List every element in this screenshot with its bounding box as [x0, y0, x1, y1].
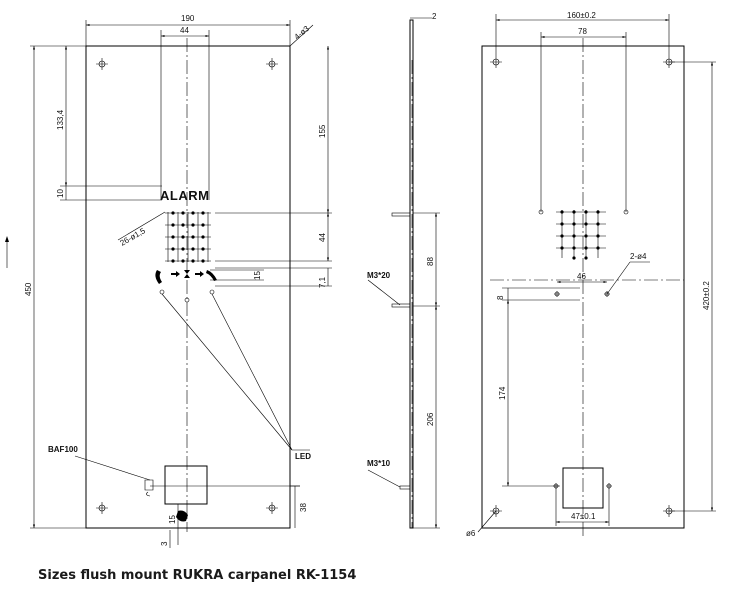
hand-icon: [176, 510, 188, 522]
rear-hole-spacing-dim: 160±0.2: [567, 11, 596, 20]
rear-offset-dim: 8: [496, 295, 505, 300]
arrow-icon-1: [171, 271, 180, 277]
front-upper-height-dim: 155: [318, 124, 327, 138]
led-3: [209, 289, 215, 295]
led-label: LED: [295, 452, 311, 461]
front-lower-gap-dim: 15: [168, 515, 177, 524]
speaker-outline: [164, 465, 208, 505]
stud-upper-label: M3*20: [367, 271, 391, 280]
front-hole-spacing-dim: 44: [180, 26, 189, 35]
arrow-icon-2: [195, 271, 204, 277]
rear-height-dim: 420±0.2: [702, 281, 711, 310]
front-panel-outline: [85, 45, 291, 529]
front-view: 190 44 4-ø3 450 133,4 10 ALARM: [5, 14, 332, 548]
alarm-label: ALARM: [160, 188, 209, 203]
rear-view: 160±0.2 78 420±0.2 46: [466, 11, 716, 538]
front-bottom-offset-dim: 38: [299, 503, 308, 512]
front-mounting-holes: [96, 58, 278, 514]
led-holes-callout: 26-ø1,5: [119, 226, 148, 248]
side-upper-dim: 88: [426, 257, 435, 266]
led-1: [159, 289, 165, 295]
drawing-caption: Sizes flush mount RUKRA carpanel RK-1154: [38, 568, 357, 583]
front-edge-dim: 3: [160, 541, 169, 546]
front-height-dim: 450: [24, 282, 33, 296]
rear-center-spacing-dim: 46: [577, 272, 586, 281]
rear-box-width-dim: 47±0.1: [571, 512, 596, 521]
led-2: [184, 297, 190, 303]
side-thickness-dim: 2: [432, 12, 437, 21]
front-keypad-height-dim: 44: [318, 233, 327, 242]
rear-corner-holes: [490, 56, 675, 517]
front-icons-row-dim: 7,1: [318, 276, 327, 288]
rear-bottom-gap-dim: 174: [498, 386, 507, 400]
rear-corner-hole-callout: ø6: [466, 529, 476, 538]
speaker-label: BAF100: [48, 445, 78, 454]
phone-icon: [155, 270, 162, 284]
front-holes-callout: 4-ø3: [293, 24, 312, 42]
front-width-dim: 190: [181, 14, 195, 23]
rear-led-grid: [538, 209, 629, 260]
talk-icon: [206, 270, 217, 281]
rear-speaker-box: [562, 467, 604, 509]
side-view: 2 88 206 M3*20 M3*10: [367, 12, 440, 529]
side-lower-dim: 206: [426, 412, 435, 426]
rear-inner-spacing-dim: 78: [578, 27, 587, 36]
status-icons-row: [155, 270, 217, 303]
front-top-offset-dim: 133,4: [56, 109, 65, 130]
rear-holes-callout: 2-ø4: [630, 252, 647, 261]
stud-lower-label: M3*10: [367, 459, 391, 468]
speaker-icon: [144, 479, 154, 497]
hourglass-icon: [184, 270, 190, 278]
side-profile: [409, 19, 414, 529]
led-matrix: [165, 211, 211, 263]
front-icon-spacing-dim: 15: [253, 271, 262, 280]
front-label-gap-dim: 10: [56, 189, 65, 198]
